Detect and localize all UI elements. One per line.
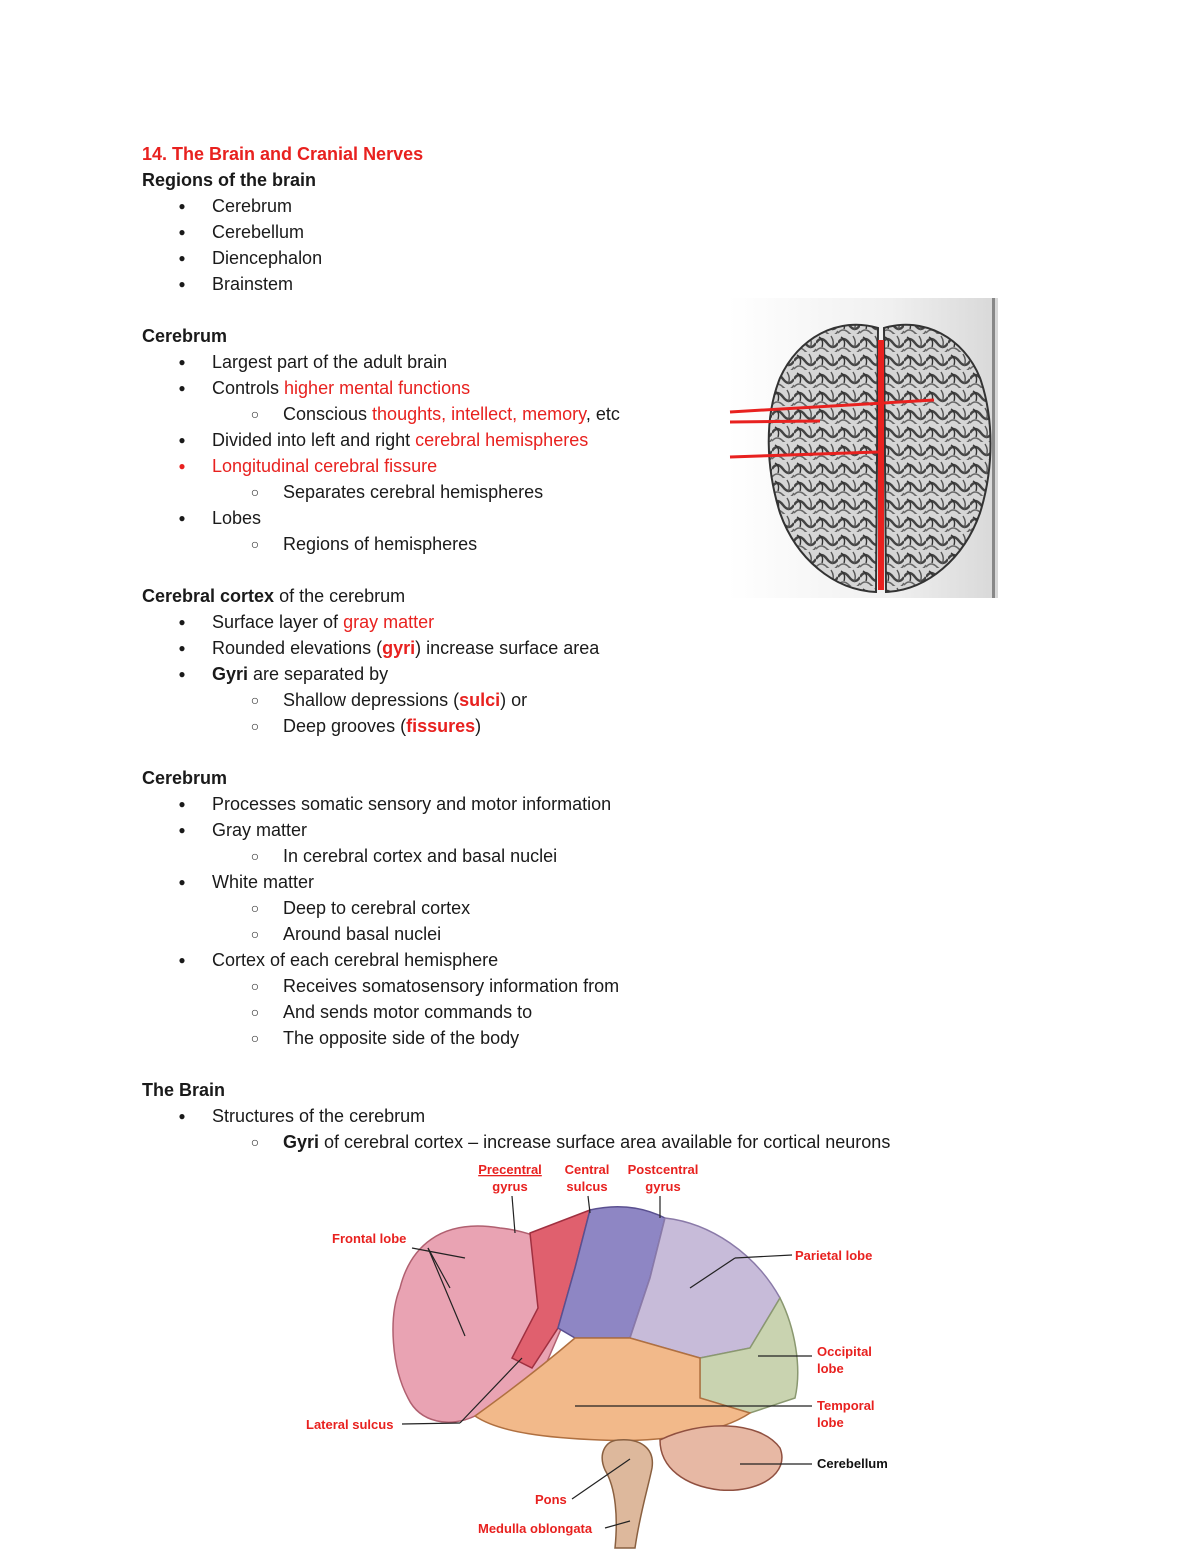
list-item: ●Largest part of the adult brain	[142, 349, 1022, 375]
left-hemisphere	[767, 323, 880, 594]
list-item: ●Cerebellum	[142, 219, 1022, 245]
cerebellum-region	[659, 1425, 783, 1492]
list-item: ●Divided into left and right cerebral he…	[142, 427, 1022, 453]
bullet-icon: ●	[178, 1109, 186, 1123]
bullet-icon: ●	[178, 797, 186, 811]
sub-list-item: ○Around basal nuclei	[142, 921, 1022, 947]
label-postcentral-gyrus: gyrus	[645, 1179, 680, 1194]
bullet-icon: ●	[178, 615, 186, 629]
section-heading-cortex: Cerebral cortex of the cerebrum	[142, 586, 406, 606]
label-occipital-lobe: lobe	[817, 1361, 844, 1376]
label-cerebellum: Cerebellum	[817, 1456, 888, 1471]
section-heading-cerebrum-2: Cerebrum	[142, 768, 228, 788]
bullet-icon: ●	[178, 381, 186, 395]
sub-list-item: ○Shallow depressions (sulci) or	[142, 687, 1022, 713]
label-precentral-gyrus: gyrus	[492, 1179, 527, 1194]
hollow-bullet-icon: ○	[250, 1134, 260, 1150]
pointer-arrow	[729, 450, 879, 459]
label-central: Central	[565, 1162, 610, 1177]
list-item: ●Gyri are separated by	[142, 661, 1022, 687]
bullet-icon: ●	[178, 667, 186, 681]
hollow-bullet-icon: ○	[250, 1030, 260, 1046]
label-pons: Pons	[535, 1492, 567, 1507]
section-heading-cerebrum: Cerebrum	[142, 326, 228, 346]
sub-list-item: ○Conscious thoughts, intellect, memory, …	[142, 401, 1022, 427]
bullet-icon: ●	[178, 277, 186, 291]
list-item: ●Longitudinal cerebral fissure	[142, 453, 1022, 479]
leader-lines	[401, 1195, 812, 1529]
sub-list-item: ○The opposite side of the body	[142, 1025, 1022, 1051]
hollow-bullet-icon: ○	[250, 718, 260, 734]
diagram-labels: Precentral gyrus Central sulcus Postcent…	[306, 1162, 888, 1536]
hollow-bullet-icon: ○	[250, 926, 260, 942]
label-lateral-sulcus: Lateral sulcus	[306, 1417, 393, 1432]
list-item: ●Diencephalon	[142, 245, 1022, 271]
section-heading-the-brain: The Brain	[142, 1080, 226, 1100]
list-item: ●Rounded elevations (gyri) increase surf…	[142, 635, 1022, 661]
bullet-icon: ●	[178, 875, 186, 889]
document-title: 14. The Brain and Cranial Nerves	[142, 144, 424, 164]
pointer-arrow	[729, 398, 935, 414]
label-precentral: Precentral	[478, 1162, 542, 1177]
bullet-icon: ●	[178, 225, 186, 239]
bullet-icon: ●	[178, 251, 186, 265]
section-heading-regions: Regions of the brain	[142, 170, 317, 190]
bullet-icon: ●	[178, 823, 186, 837]
label-medulla-oblongata: Medulla oblongata	[478, 1521, 593, 1536]
list-item: ●Surface layer of gray matter	[142, 609, 1022, 635]
list-item: ●Structures of the cerebrum	[142, 1103, 1022, 1129]
hollow-bullet-icon: ○	[250, 484, 260, 500]
hollow-bullet-icon: ○	[250, 536, 260, 552]
hollow-bullet-icon: ○	[250, 692, 260, 708]
sub-list-item: ○And sends motor commands to	[142, 999, 1022, 1025]
label-occipital: Occipital	[817, 1344, 872, 1359]
label-temporal-lobe: lobe	[817, 1415, 844, 1430]
sub-list-item: ○Deep grooves (fissures)	[142, 713, 1022, 739]
list-item: ●Gray matter	[142, 817, 1022, 843]
sub-list-item: ○Receives somatosensory information from	[142, 973, 1022, 999]
sub-list-item: ○Separates cerebral hemispheres	[142, 479, 1022, 505]
bullet-icon: ●	[178, 953, 186, 967]
list-item: ●White matter	[142, 869, 1022, 895]
bullet-icon: ●	[178, 355, 186, 369]
list-item: ●Processes somatic sensory and motor inf…	[142, 791, 1022, 817]
bullet-icon: ●	[178, 641, 186, 655]
hollow-bullet-icon: ○	[250, 978, 260, 994]
list-item: ●Cerebrum	[142, 193, 1022, 219]
postcentral-gyrus-region	[557, 1205, 666, 1339]
bullet-icon: ●	[178, 433, 186, 447]
brain-top-view-image	[728, 298, 998, 598]
label-frontal-lobe: Frontal lobe	[332, 1231, 406, 1246]
list-item: ●Controls higher mental functions	[142, 375, 1022, 401]
brain-lateral-diagram: Precentral gyrus Central sulcus Postcent…	[306, 1162, 888, 1549]
bullet-icon: ●	[178, 199, 186, 213]
pointer-arrow	[729, 419, 821, 424]
brainstem-region	[601, 1439, 654, 1549]
sub-list-item: ○Gyri of cerebral cortex – increase surf…	[142, 1129, 1022, 1155]
document-body: 14. The Brain and Cranial Nerves Regions…	[142, 141, 1022, 1155]
sub-list-item: ○Deep to cerebral cortex	[142, 895, 1022, 921]
list-item: ●Cortex of each cerebral hemisphere	[142, 947, 1022, 973]
hollow-bullet-icon: ○	[250, 848, 260, 864]
label-central-sulcus: sulcus	[566, 1179, 607, 1194]
right-hemisphere	[882, 323, 992, 594]
list-item: ●Brainstem	[142, 271, 1022, 297]
label-postcentral: Postcentral	[628, 1162, 699, 1177]
hollow-bullet-icon: ○	[250, 900, 260, 916]
label-temporal: Temporal	[817, 1398, 875, 1413]
hollow-bullet-icon: ○	[250, 406, 260, 422]
bullet-icon: ●	[178, 459, 186, 473]
bullet-icon: ●	[178, 511, 186, 525]
list-item: ●Lobes	[142, 505, 1022, 531]
hollow-bullet-icon: ○	[250, 1004, 260, 1020]
sub-list-item: ○Regions of hemispheres	[142, 531, 1022, 557]
sub-list-item: ○In cerebral cortex and basal nuclei	[142, 843, 1022, 869]
label-parietal-lobe: Parietal lobe	[795, 1248, 872, 1263]
